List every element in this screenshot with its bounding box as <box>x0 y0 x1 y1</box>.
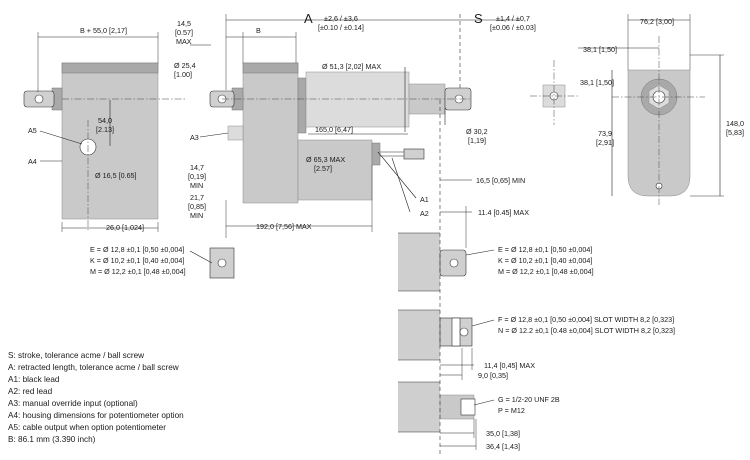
callout-right-k: K = Ø 10,2 ±0,1 [0,40 ±0,004] <box>498 256 592 265</box>
dim-192-0: 192,0 [7,56] MAX <box>256 222 312 231</box>
label-b: B <box>256 26 261 35</box>
label-a4: A4 <box>28 157 37 166</box>
dim-148-0: 148,0 <box>726 119 744 128</box>
legend: S: stroke, tolerance acme / ball screw A… <box>8 351 184 444</box>
dim-16-5-min: 16,5 [0,65] MIN <box>476 176 525 185</box>
label-a2: A2 <box>420 209 429 218</box>
label-a: A <box>304 11 313 26</box>
dim-dia-25-4: Ø 25,4 <box>174 61 196 70</box>
dim-14-7: 14,7 <box>190 163 204 172</box>
dim-dia-25-4-in: [1.00] <box>174 70 192 79</box>
dim-dia-30-2-in: [1,19] <box>468 136 486 145</box>
label-a5: A5 <box>28 126 37 135</box>
dim-73-9: 73,9 <box>598 129 612 138</box>
dim-14-5: 14,5 <box>177 19 191 28</box>
callout-slot-f: F = Ø 12,8 ±0,1 [0,50 ±0,004] SLOT WIDTH… <box>498 315 674 324</box>
dimension-labels: B + 55,0 [2,17] 14,5 [0.57] MAX A S B ±2… <box>28 11 744 451</box>
dim-148-0-in: [5,83] <box>726 128 744 137</box>
dim-21-7-in: [0,85] <box>188 202 206 211</box>
legend-line: B: 86.1 mm (3.390 inch) <box>8 435 96 444</box>
legend-line: S: stroke, tolerance acme / ball screw <box>8 351 144 360</box>
callout-left-k: K = Ø 10,2 ±0,1 [0,40 ±0,004] <box>90 256 184 265</box>
dimension-lines <box>37 14 724 455</box>
dim-9-0: 9,0 [0,35] <box>478 371 508 380</box>
dim-14-7-in: [0,19] <box>188 172 206 181</box>
small-end-view <box>530 60 580 125</box>
label-s: S <box>474 11 483 26</box>
dim-38-1-vertical: 38,1 [1,50] <box>580 78 614 87</box>
rod-end-detail-slot <box>398 309 473 361</box>
dim-tol-a: ±2,6 / ±3,6 <box>324 14 358 23</box>
callout-labels: E = Ø 12,8 ±0,1 [0,50 ±0,004] K = Ø 10,2… <box>90 245 675 415</box>
callout-slot-n: N = Ø 12.2 ±0,1 [0.48 ±0,004] SLOT WIDTH… <box>498 326 675 335</box>
legend-line: A3: manual override input (optional) <box>8 399 138 408</box>
dim-73-9-in: [2,91] <box>596 138 614 147</box>
rod-end-left-detail <box>209 247 235 279</box>
dim-dia-30-2: Ø 30,2 <box>466 127 488 136</box>
rod-end-detail-e <box>398 232 467 292</box>
dim-dia-65-3-in: [2.57] <box>314 164 332 173</box>
label-a1: A1 <box>420 195 429 204</box>
left-housing-view <box>23 62 187 230</box>
callout-thread-p: P = M12 <box>498 406 525 415</box>
dim-dia-51-3: Ø 51,3 [2,02] MAX <box>322 62 381 71</box>
dim-tol-s: ±1,4 / ±0,7 <box>496 14 530 23</box>
dim-11-4-max-mid: 11,4 [0,45] MAX <box>484 361 535 370</box>
legend-line: A2: red lead <box>8 387 53 396</box>
dim-tol-a-in: [±0.10 / ±0.14] <box>318 23 364 32</box>
dim-76-2: 76,2 [3,00] <box>640 17 674 26</box>
callout-right-e: E = Ø 12,8 ±0,1 [0,50 ±0,004] <box>498 245 592 254</box>
end-view <box>612 36 705 205</box>
legend-line: A: retracted length, tolerance acme / ba… <box>8 363 179 372</box>
dim-11-4-max-top: 11.4 [0.45] MAX <box>478 208 529 217</box>
callout-thread-g: G = 1/2-20 UNF 2B <box>498 395 560 404</box>
dim-21-7: 21,7 <box>190 193 204 202</box>
dim-b-plus-55: B + 55,0 [2,17] <box>80 26 127 35</box>
dim-dia-16-5: Ø 16,5 [0.65] <box>95 171 137 180</box>
legend-line: A1: black lead <box>8 375 60 384</box>
dim-tol-s-in: [±0.06 / ±0.03] <box>490 23 536 32</box>
callout-left-m: M = Ø 12,2 ±0,1 [0,48 ±0,004] <box>90 267 186 276</box>
dim-35-0: 35,0 [1,38] <box>486 429 520 438</box>
dim-54-0-in: [2.13] <box>96 125 114 134</box>
dim-14-5-in: [0.57] <box>175 28 193 37</box>
label-a3: A3 <box>190 133 199 142</box>
legend-line: A4: housing dimensions for potentiometer… <box>8 411 184 420</box>
center-actuator-view <box>209 62 472 204</box>
dim-38-1-horizontal: 38,1 [1,50] <box>583 45 617 54</box>
callout-left-e: E = Ø 12,8 ±0,1 [0,50 ±0,004] <box>90 245 184 254</box>
legend-line: A5: cable output when option potentiomet… <box>8 423 166 432</box>
dim-165-0: 165,0 [6,47] <box>315 125 353 134</box>
dim-14-5-max: MAX <box>176 37 192 46</box>
dim-54-0: 54,0 <box>98 116 112 125</box>
dim-14-7-min: MIN <box>190 181 203 190</box>
dim-26-0: 26,0 [1,024] <box>106 223 144 232</box>
dim-36-4: 36,4 [1,43] <box>486 442 520 451</box>
callout-right-m: M = Ø 12,2 ±0,1 [0,48 ±0,004] <box>498 267 594 276</box>
dim-21-7-min: MIN <box>190 211 203 220</box>
dim-dia-65-3: Ø 65,3 MAX <box>306 155 345 164</box>
rod-end-detail-thread <box>398 381 476 433</box>
